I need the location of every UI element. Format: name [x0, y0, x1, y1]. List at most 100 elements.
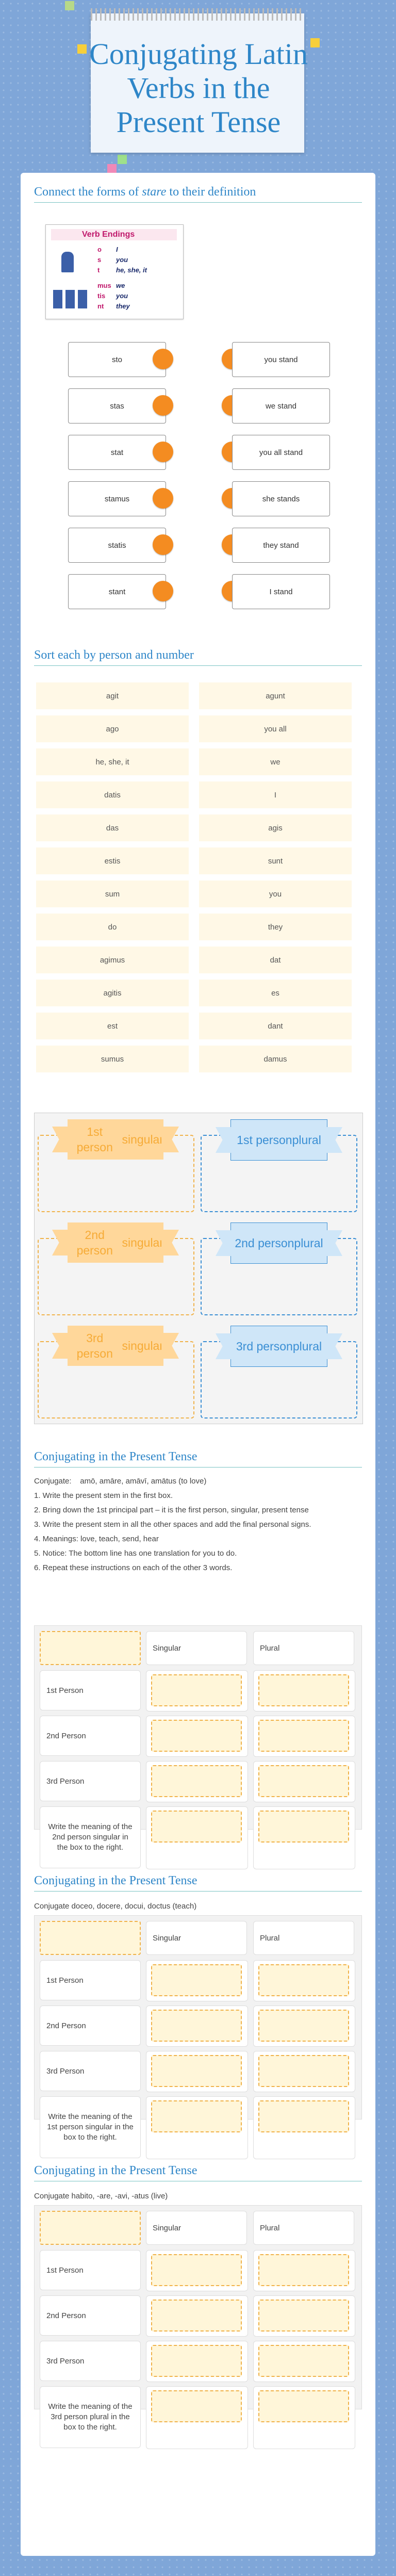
ending-meaning: you — [116, 256, 128, 264]
match-left-stat[interactable]: stat — [68, 435, 166, 470]
section-title-conjugate-2: Conjugating in the Present Tense — [34, 1874, 362, 1892]
meaning-answer-box[interactable] — [258, 1811, 349, 1843]
answer-box[interactable] — [151, 1674, 242, 1706]
header-plural: Plural — [253, 1921, 354, 1955]
meaning-prompt: Write the meaning of the 3rd person plur… — [40, 2386, 141, 2448]
answer-box[interactable] — [258, 2345, 349, 2377]
ending-meaning: he, she, it — [116, 266, 147, 274]
answer-box[interactable] — [258, 1674, 349, 1706]
instructions: Conjugate: amō, amāre, amāvī, amātus (to… — [34, 1476, 359, 1577]
worksheet-panel: Connect the forms of stare to their defi… — [21, 173, 375, 2556]
sort-item[interactable]: damus — [199, 1046, 352, 1072]
answer-box[interactable] — [151, 2345, 242, 2377]
image-caption: Verb Endings — [82, 230, 135, 239]
meaning-answer-box[interactable] — [258, 2390, 349, 2422]
sort-item[interactable]: agunt — [199, 682, 352, 709]
match-left-stant[interactable]: stant — [68, 574, 166, 609]
match-right-item[interactable]: you stand — [232, 342, 330, 377]
bucket-label-line: singular — [122, 1133, 163, 1146]
answer-box[interactable] — [151, 2254, 242, 2286]
sort-item[interactable]: sum — [36, 881, 189, 907]
answer-box[interactable] — [258, 2010, 349, 2042]
bucket-label-line: 3rd person — [236, 1340, 293, 1353]
match-left-stamus[interactable]: stamus — [68, 481, 166, 516]
connector-dot[interactable] — [153, 442, 173, 462]
sort-item[interactable]: I — [199, 781, 352, 808]
bucket-label-line: 2nd person — [235, 1236, 294, 1250]
match-left-sto[interactable]: sto — [68, 342, 166, 377]
stem-input-box[interactable] — [40, 2211, 141, 2245]
row-label: 3rd Person — [40, 2051, 141, 2091]
answer-box[interactable] — [258, 2055, 349, 2087]
sort-item[interactable]: datis — [36, 781, 189, 808]
sort-item[interactable]: agis — [199, 814, 352, 841]
row-label: 3rd Person — [40, 1761, 141, 1801]
match-right-item[interactable]: we stand — [232, 388, 330, 423]
sort-item[interactable]: est — [36, 1013, 189, 1039]
sort-item[interactable]: das — [36, 814, 189, 841]
answer-box[interactable] — [258, 1765, 349, 1797]
bucket-label-line: 3rd person — [76, 1331, 113, 1360]
header-plural: Plural — [253, 1631, 354, 1665]
sort-item[interactable]: agimus — [36, 947, 189, 973]
answer-box[interactable] — [151, 2300, 242, 2332]
sort-item[interactable]: sumus — [36, 1046, 189, 1072]
answer-box[interactable] — [151, 1964, 242, 1996]
connector-dot[interactable] — [153, 349, 173, 369]
connector-dot[interactable] — [153, 534, 173, 555]
sort-item[interactable]: you all — [199, 715, 352, 742]
sort-item[interactable]: you — [199, 881, 352, 907]
sort-item[interactable]: dant — [199, 1013, 352, 1039]
bucket-label-line: singular — [122, 1339, 163, 1352]
ending-meaning: we — [116, 282, 125, 289]
row-label: 1st Person — [40, 2250, 141, 2290]
sort-item[interactable]: agitis — [36, 980, 189, 1006]
match-right-item[interactable]: you all stand — [232, 435, 330, 470]
bucket-label-line: plural — [292, 1133, 321, 1147]
meaning-answer-box[interactable] — [151, 2100, 242, 2132]
answer-box[interactable] — [151, 2010, 242, 2042]
sort-item[interactable]: dat — [199, 947, 352, 973]
match-left-statis[interactable]: statis — [68, 528, 166, 563]
answer-box[interactable] — [258, 1720, 349, 1752]
sort-item[interactable]: ago — [36, 715, 189, 742]
conjugate-intro-2: Conjugate doceo, docere, docui, doctus (… — [34, 1902, 197, 1911]
section-title-sort: Sort each by person and number — [34, 648, 362, 666]
answer-box[interactable] — [151, 2055, 242, 2087]
sort-item[interactable]: estis — [36, 847, 189, 874]
meaning-answer-box[interactable] — [151, 2390, 242, 2422]
sort-item[interactable]: es — [199, 980, 352, 1006]
answer-box[interactable] — [258, 2254, 349, 2286]
stem-input-box[interactable] — [40, 1631, 141, 1665]
ending-text: nt — [97, 302, 104, 310]
sort-item[interactable]: do — [36, 914, 189, 940]
answer-box[interactable] — [151, 1765, 242, 1797]
sort-item[interactable]: they — [199, 914, 352, 940]
answer-box[interactable] — [151, 1720, 242, 1752]
stem-input-box[interactable] — [40, 1921, 141, 1955]
connector-dot[interactable] — [153, 581, 173, 601]
title-card — [91, 13, 304, 153]
instruction-step: 2. Bring down the 1st principal part – i… — [34, 1506, 309, 1514]
connector-dot[interactable] — [153, 488, 173, 509]
answer-box[interactable] — [258, 1964, 349, 1996]
meaning-answer-box[interactable] — [151, 1811, 242, 1843]
answer-box[interactable] — [258, 2300, 349, 2332]
match-right-item[interactable]: they stand — [232, 528, 330, 563]
sort-item[interactable]: agit — [36, 682, 189, 709]
connector-dot[interactable] — [153, 395, 173, 416]
match-right-item[interactable]: I stand — [232, 574, 330, 609]
sort-item[interactable]: sunt — [199, 847, 352, 874]
meaning-answer-box[interactable] — [258, 2100, 349, 2132]
sort-item[interactable]: he, she, it — [36, 748, 189, 775]
sort-item[interactable]: we — [199, 748, 352, 775]
match-right-item[interactable]: she stands — [232, 481, 330, 516]
people-figures-icon — [53, 290, 88, 308]
instruction-step: 3. Write the present stem in all the oth… — [34, 1520, 311, 1529]
match-left-stas[interactable]: stas — [68, 388, 166, 423]
